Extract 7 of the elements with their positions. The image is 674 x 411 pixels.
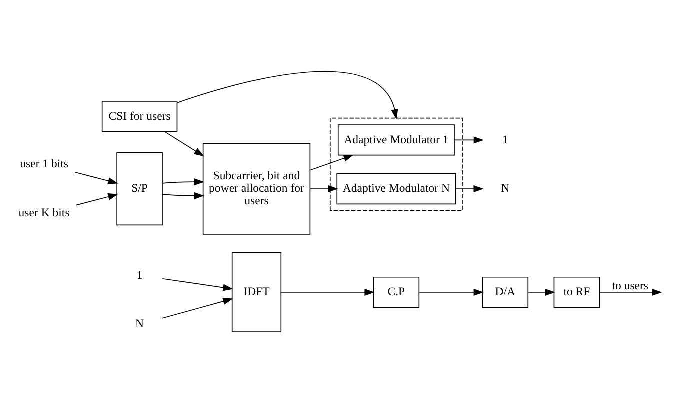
node-text: 1 [136,268,143,282]
edge-label: to users [612,279,649,292]
node-text: N [136,318,144,331]
node-text: user K bits [18,206,70,220]
node-text: N [501,182,510,196]
node-text: 1 [502,133,508,146]
node-text: user 1 bits [20,158,68,171]
